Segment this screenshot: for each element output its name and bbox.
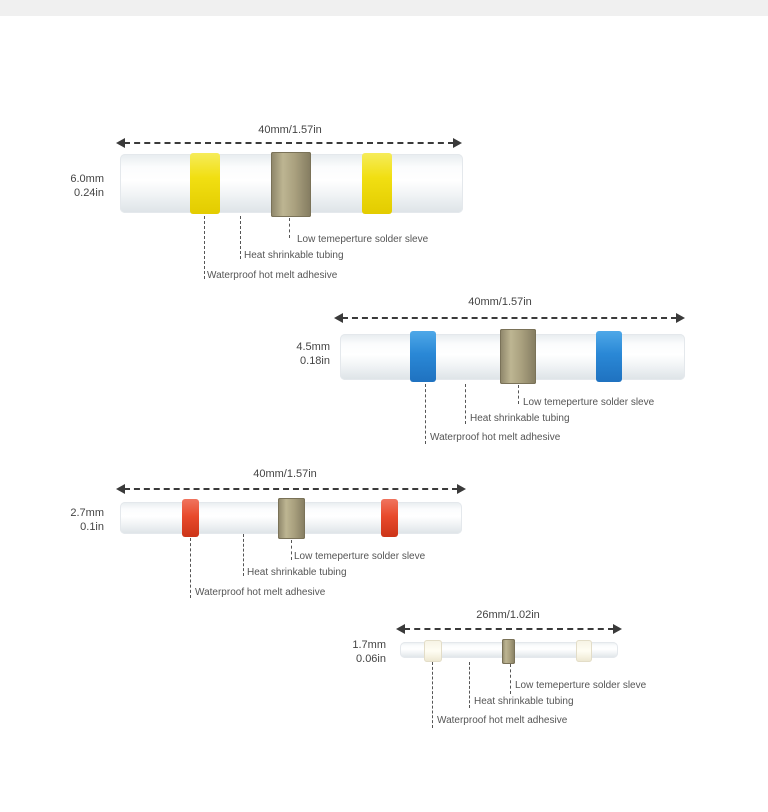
adhesive-label: Waterproof hot melt adhesive [195,587,326,598]
length-dimension-line [124,488,458,490]
tubing-leader-line [243,534,244,576]
adhesive-band-left [410,331,436,382]
diameter-mm: 4.5mm [296,341,330,353]
tubing-label: Heat shrinkable tubing [247,567,347,578]
length-dimension-line [124,142,454,144]
diameter-mm: 2.7mm [70,507,104,519]
tubing-label: Heat shrinkable tubing [474,696,574,707]
solder-label: Low temeperture solder sleve [515,680,647,691]
adhesive-label: Waterproof hot melt adhesive [207,270,338,281]
tubing-leader-line [465,384,466,424]
length-label: 40mm/1.57in [468,296,532,308]
diameter-label: 4.5mm 0.18in [274,340,330,368]
solder-label: Low temeperture solder sleve [297,234,429,245]
arrow-left-icon [116,484,125,494]
arrow-right-icon [676,313,685,323]
diameter-in: 0.18in [300,355,330,367]
solder-ring [271,152,311,217]
diameter-in: 0.1in [80,521,104,533]
solder-ring [500,329,536,384]
diameter-label: 1.7mm 0.06in [330,638,386,666]
diameter-mm: 6.0mm [70,173,104,185]
adhesive-leader-line [432,662,433,728]
length-dimension-line [404,628,614,630]
tubing-label: Heat shrinkable tubing [470,413,570,424]
adhesive-label: Waterproof hot melt adhesive [437,715,568,726]
solder-ring [278,498,305,539]
solder-label: Low temeperture solder sleve [294,551,426,562]
adhesive-leader-line [204,216,205,279]
arrow-left-icon [334,313,343,323]
tubing-leader-line [469,662,470,708]
length-dimension-line [342,317,677,319]
adhesive-band-left [182,499,199,537]
length-label: 26mm/1.02in [476,609,540,621]
adhesive-label: Waterproof hot melt adhesive [430,432,561,443]
tubing-leader-line [240,216,241,259]
diameter-in: 0.06in [356,653,386,665]
tubing-label: Heat shrinkable tubing [244,250,344,261]
adhesive-leader-line [425,384,426,444]
adhesive-band-right [596,331,622,382]
diameter-in: 0.24in [74,187,104,199]
arrow-left-icon [396,624,405,634]
adhesive-band-right [576,640,592,662]
solder-leader-line [518,385,519,404]
solder-leader-line [291,540,292,560]
length-label: 40mm/1.57in [253,468,317,480]
solder-leader-line [289,218,290,238]
diameter-label: 2.7mm 0.1in [48,506,104,534]
arrow-left-icon [116,138,125,148]
top-bar [0,0,768,16]
adhesive-band-left [424,640,442,662]
adhesive-band-right [362,153,392,214]
arrow-right-icon [613,624,622,634]
adhesive-leader-line [190,538,191,598]
adhesive-band-right [381,499,398,537]
arrow-right-icon [457,484,466,494]
solder-ring [502,639,515,664]
length-label: 40mm/1.57in [258,124,322,136]
arrow-right-icon [453,138,462,148]
solder-leader-line [510,664,511,694]
diameter-mm: 1.7mm [352,639,386,651]
solder-label: Low temeperture solder sleve [523,397,655,408]
diameter-label: 6.0mm 0.24in [48,172,104,200]
adhesive-band-left [190,153,220,214]
